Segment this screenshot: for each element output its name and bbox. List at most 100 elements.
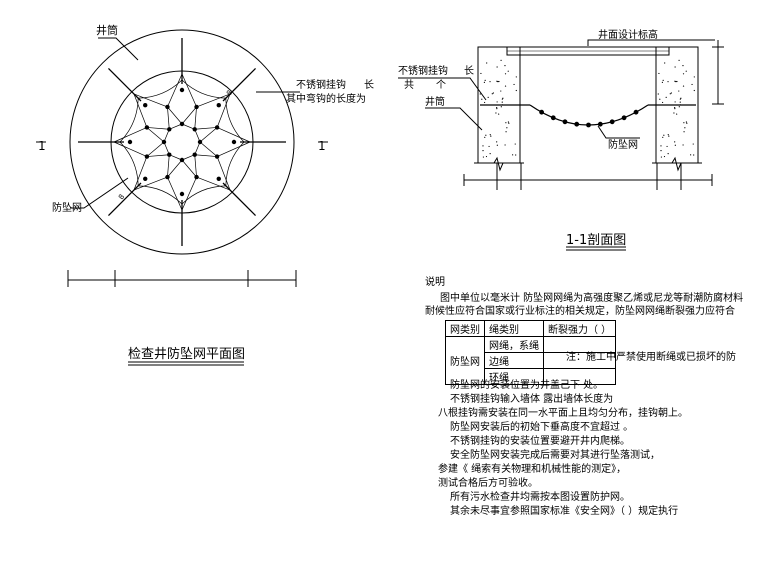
net-node [165, 104, 170, 110]
section-net-node [633, 109, 639, 115]
net-line [181, 106, 197, 125]
concrete-speck [670, 92, 672, 94]
notes-line-10: 测试合格后方可验收。 [438, 478, 538, 489]
section-mark-right: 1 [318, 139, 326, 153]
net-line [199, 127, 218, 143]
section-label-net: 防坠网 [608, 138, 638, 151]
break-line-left [474, 156, 524, 172]
concrete-speck [514, 143, 516, 145]
concrete-speck [659, 98, 661, 100]
section-net-curve [529, 104, 649, 126]
leader-net [70, 177, 129, 209]
concrete-speck [674, 80, 676, 82]
section-net-node [550, 115, 556, 121]
concrete-speck [489, 134, 491, 136]
plan-outer-circle [69, 29, 295, 255]
notes-line-4: 不锈钢挂钩输入墙体 露出墙体长度为 [450, 394, 614, 405]
section-net-node [539, 109, 545, 115]
leader-section-shaft [425, 107, 483, 131]
section-label-elevation: 井面设计标高 [598, 28, 658, 41]
net-line [169, 154, 183, 161]
net-line [194, 106, 197, 130]
net-node [231, 139, 237, 145]
concrete-speck [497, 81, 499, 83]
net-line [169, 123, 183, 130]
plan-label-shaft: 井筒 [96, 23, 118, 37]
section-net-node [609, 119, 615, 125]
net-node [165, 174, 170, 180]
concrete-speck [489, 153, 491, 155]
concrete-speck [489, 81, 491, 83]
concrete-speck [667, 134, 669, 136]
concrete-speck [660, 150, 662, 152]
concrete-speck [507, 121, 510, 123]
net-lobe [225, 141, 245, 186]
net-line [167, 73, 183, 108]
concrete-speck [678, 59, 680, 62]
concrete-speck [665, 96, 667, 98]
leader-elevation [587, 39, 715, 46]
net-line [196, 93, 231, 108]
net-node [216, 176, 221, 181]
concrete-speck [661, 101, 664, 104]
concrete-speck [496, 144, 498, 146]
concrete-speck [669, 93, 671, 95]
net-node [144, 154, 150, 159]
concrete-speck [664, 62, 666, 64]
concrete-speck [661, 81, 663, 83]
plan-label-hook-2: 其中弯钩的长度为 [286, 92, 366, 105]
table-header: 断裂强力（ ） [542, 320, 617, 337]
net-line [133, 176, 168, 191]
concrete-hatch-right [657, 59, 695, 158]
concrete-speck [496, 66, 498, 68]
net-line [146, 141, 165, 157]
net-line [167, 159, 183, 178]
concrete-speck [679, 101, 681, 103]
concrete-speck [682, 85, 685, 87]
net-node [179, 87, 185, 93]
concrete-speck [486, 62, 488, 64]
concrete-speck [676, 113, 678, 115]
net-line [216, 93, 231, 128]
notes-line-1: 图中单位以毫米计 防坠网网绳为高强度聚乙烯或尼龙等耐潮防腐材料 [440, 293, 744, 304]
table-header: 绳类别 [484, 320, 544, 337]
notes-line-5: 八根挂钩需安装在同一水平面上且均匀分布，挂钩朝上。 [438, 408, 688, 419]
concrete-speck [481, 98, 483, 100]
section-net-node [562, 119, 568, 125]
section-label-count-b: 个 [436, 79, 446, 91]
concrete-speck [663, 155, 666, 158]
plan-label-net: 防坠网 [52, 201, 82, 214]
section-label-count-a: 共 [404, 79, 414, 91]
concrete-speck [495, 112, 497, 114]
concrete-speck [674, 66, 676, 68]
concrete-speck [483, 101, 486, 104]
section-net-node [574, 121, 580, 127]
table-cell [542, 368, 617, 385]
concrete-speck [496, 101, 498, 103]
net-line [133, 93, 168, 108]
net-line [194, 154, 218, 157]
section-label-shaft: 井筒 [425, 95, 445, 108]
section-net-node [586, 122, 591, 128]
concrete-speck [484, 79, 486, 81]
net-node [143, 176, 148, 181]
table-side-note: 注：施工中严禁使用断绳或已损坏的防 [566, 352, 736, 363]
concrete-speck [500, 106, 502, 108]
concrete-speck [676, 80, 678, 83]
net-line [181, 159, 197, 178]
concrete-speck [500, 90, 502, 92]
rope-strength-table: 网类别 绳类别 断裂强力（ ） 防坠网 网绳，系绳 边绳 环绳 [445, 320, 617, 385]
net-node [194, 104, 199, 110]
concrete-speck [483, 81, 485, 83]
plan-dim-small-top: 8 [225, 89, 234, 97]
notes-heading: 说明 [425, 277, 445, 288]
concrete-speck [482, 145, 484, 147]
concrete-speck [660, 145, 662, 147]
table-cell: 网绳，系绳 [484, 336, 544, 353]
concrete-speck [502, 97, 504, 99]
concrete-speck [515, 154, 517, 156]
net-line [146, 127, 170, 130]
plan-net-lines [113, 73, 251, 211]
plan-hook [108, 68, 142, 102]
concrete-speck [508, 122, 510, 124]
